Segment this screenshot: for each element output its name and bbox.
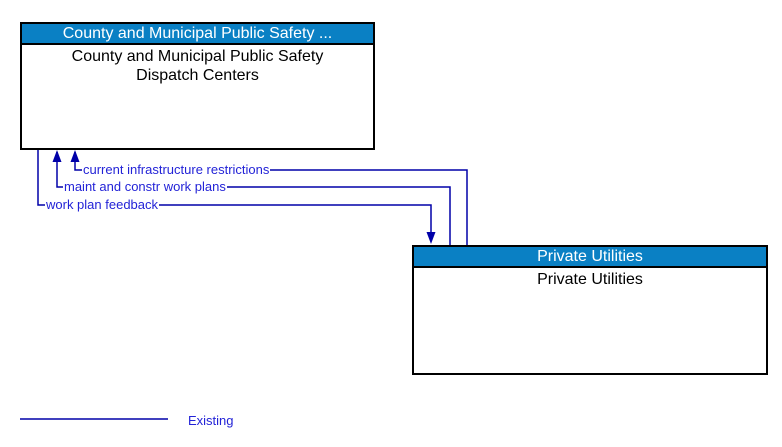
entity-box-county-dispatch-centers[interactable]: County and Municipal Public Safety ... C… (20, 22, 375, 150)
arrowhead-up-maint-and-constr-work-plans (52, 150, 62, 162)
flow-label-work-plan-feedback[interactable]: work plan feedback (45, 197, 160, 212)
flow-label-maint-and-constr-work-plans[interactable]: maint and constr work plans (63, 179, 227, 194)
entity-title-bar-private-utilities[interactable]: Private Utilities (414, 247, 766, 268)
flow-line-work-plan-feedback (37, 150, 432, 234)
flow-label-current-infrastructure-restrictions[interactable]: current infrastructure restrictions (82, 162, 271, 177)
arrowhead-up-current-infrastructure-restrictions (70, 150, 80, 162)
arrowhead-down-work-plan-feedback (426, 232, 436, 244)
entity-body-private-utilities: Private Utilities (537, 271, 643, 288)
entity-title-bar-county-dispatch-centers[interactable]: County and Municipal Public Safety ... (22, 24, 373, 45)
legend-existing-label: Existing (188, 413, 234, 428)
entity-body-county-dispatch-centers: County and Municipal Public Safety Dispa… (71, 48, 324, 84)
flow-line-maint-and-constr-work-plans (56, 152, 451, 245)
entity-box-private-utilities[interactable]: Private Utilities Private Utilities (412, 245, 768, 375)
